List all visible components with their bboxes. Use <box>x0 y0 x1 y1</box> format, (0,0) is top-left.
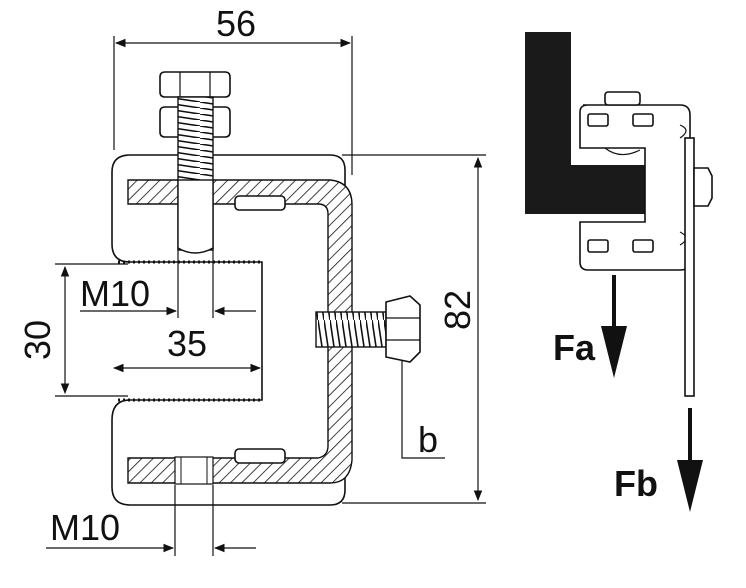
top-bolt <box>159 71 231 254</box>
force-fa-label: Fa <box>553 327 596 368</box>
dimension-opening: 30 <box>17 263 128 397</box>
dimension-bolt-length: b <box>401 360 445 460</box>
clamp-body <box>111 154 353 506</box>
force-fa: Fa <box>553 275 627 378</box>
dimension-thread-bottom: M10 <box>46 485 256 556</box>
force-fb: Fb <box>614 408 703 512</box>
force-fb-label: Fb <box>614 463 658 504</box>
opening-label: 30 <box>17 320 58 360</box>
side-bolt <box>315 295 421 363</box>
installed-view <box>525 32 713 397</box>
dimension-width: 56 <box>113 3 353 175</box>
height-label: 82 <box>437 290 478 330</box>
dimension-depth: 35 <box>112 323 262 373</box>
thread-bottom-label: M10 <box>50 507 120 548</box>
width-label: 56 <box>216 3 256 44</box>
beam-section <box>525 32 645 214</box>
dimension-height: 82 <box>342 154 486 504</box>
dimension-thread-top: M10 <box>80 250 256 318</box>
depth-label: 35 <box>167 323 207 364</box>
bolt-length-label: b <box>418 419 438 460</box>
thread-top-label: M10 <box>80 273 150 314</box>
